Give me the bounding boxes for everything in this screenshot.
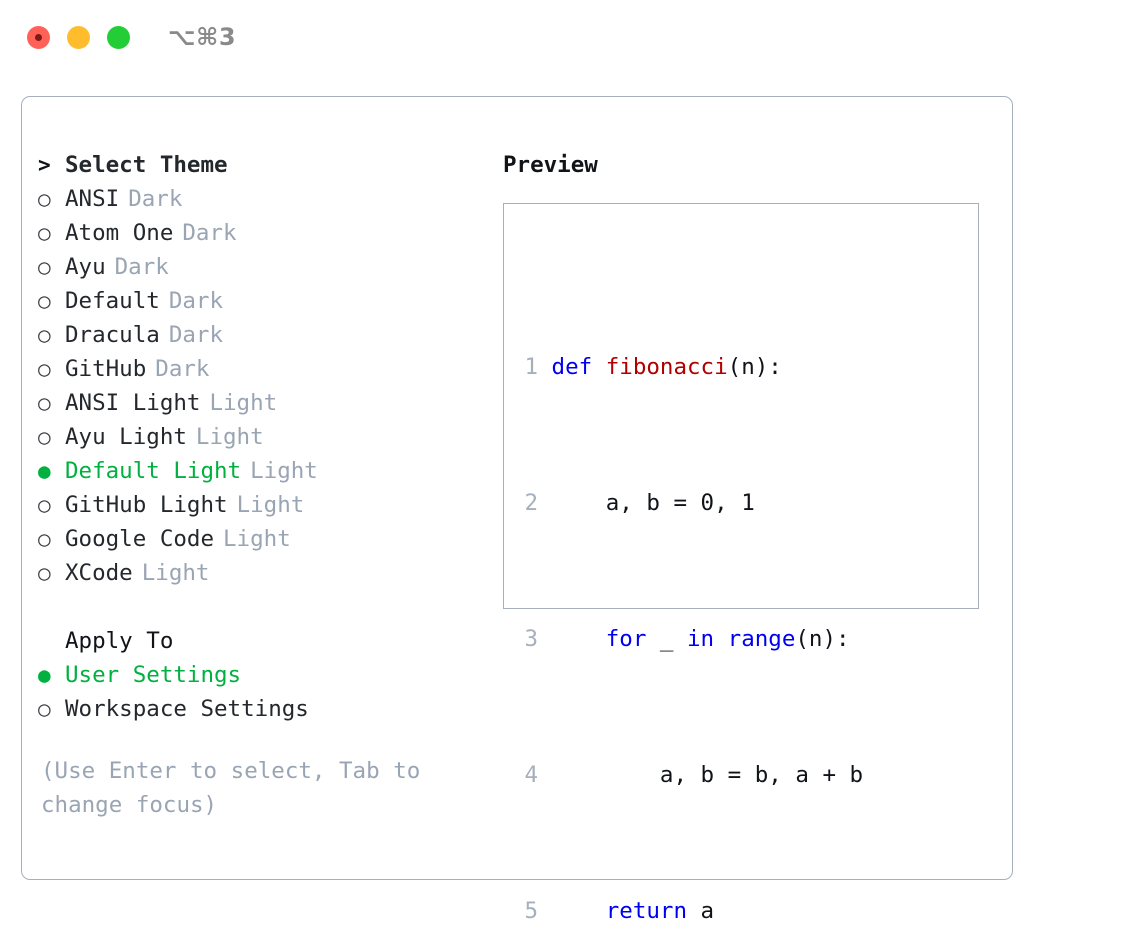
theme-item-github[interactable]: ○ GitHub Dark xyxy=(38,352,490,386)
radio-icon[interactable]: ○ xyxy=(38,289,51,313)
code-line: 4 a, b = b, a + b xyxy=(520,758,890,792)
theme-item-label: Ayu xyxy=(65,254,106,280)
code-token: for xyxy=(605,626,647,652)
apply-to-heading-label: Apply To xyxy=(65,628,174,654)
theme-item-category: Light xyxy=(250,458,318,484)
radio-icon[interactable]: ○ xyxy=(38,391,51,415)
theme-item-category: Dark xyxy=(168,288,224,314)
code-token xyxy=(552,626,606,652)
code-line: 5 return a xyxy=(520,894,890,928)
theme-item-default[interactable]: ○ Default Dark xyxy=(38,284,490,318)
code-token: _ xyxy=(646,626,688,652)
theme-item-label: Atom One xyxy=(65,220,174,246)
theme-item-category: Light xyxy=(195,424,264,450)
radio-icon[interactable]: ○ xyxy=(38,187,51,211)
radio-icon[interactable]: ○ xyxy=(38,561,51,585)
theme-item-category: Light xyxy=(223,526,291,552)
theme-item-github-light[interactable]: ○ GitHub Light Light xyxy=(38,488,490,522)
theme-item-category: Dark xyxy=(155,356,210,382)
theme-item-label: GitHub Light xyxy=(65,492,228,518)
theme-item-category: Dark xyxy=(182,220,237,246)
select-theme-header-label: Select Theme xyxy=(65,152,228,178)
theme-item-label: ANSI Light xyxy=(65,390,201,416)
code-token: (n): xyxy=(795,626,850,652)
code-token: (n): xyxy=(727,354,782,380)
code-line: 1 def fibonacci(n): xyxy=(520,350,890,384)
apply-to-option-workspace-settings[interactable]: ○ Workspace Settings xyxy=(38,692,490,726)
radio-icon[interactable]: ○ xyxy=(38,527,51,551)
code-token: return xyxy=(605,898,688,924)
theme-item-atom-one[interactable]: ○ Atom One Dark xyxy=(38,216,490,250)
zoom-button[interactable] xyxy=(107,26,130,49)
code-token: a, b = 0, 1 xyxy=(551,490,755,516)
radio-icon[interactable]: ○ xyxy=(38,493,51,517)
theme-item-ayu-light[interactable]: ○ Ayu Light Light xyxy=(38,420,490,454)
apply-to-heading: ○Apply To xyxy=(38,624,490,658)
code-line: 2 a, b = 0, 1 xyxy=(520,486,890,520)
radio-icon[interactable]: ○ xyxy=(38,323,51,347)
code-sample: 1 def fibonacci(n): 2 a, b = 0, 1 3 for … xyxy=(520,248,890,934)
theme-item-label: XCode xyxy=(65,560,133,586)
line-number: 4 xyxy=(524,762,538,788)
window-titlebar: ⌥⌘3 xyxy=(0,0,1140,78)
radio-selected-icon[interactable]: ● xyxy=(38,663,51,687)
line-number: 5 xyxy=(524,898,538,924)
theme-item-label: ANSI xyxy=(65,186,120,212)
keyboard-hint-text: (Use Enter to select, Tab to change focu… xyxy=(41,758,421,818)
code-token: fibonacci xyxy=(605,354,728,380)
theme-item-ansi[interactable]: ○ ANSI Dark xyxy=(38,182,490,216)
traffic-lights xyxy=(27,26,130,49)
code-token xyxy=(552,898,606,924)
radio-icon[interactable]: ○ xyxy=(38,425,51,449)
list-spacer xyxy=(38,590,490,624)
apply-to-option-user-settings[interactable]: ● User Settings xyxy=(38,658,490,692)
theme-item-label: GitHub xyxy=(65,356,147,382)
theme-item-label: Default xyxy=(65,288,160,314)
theme-item-label: Dracula xyxy=(65,322,160,348)
theme-item-ayu[interactable]: ○ Ayu Dark xyxy=(38,250,490,284)
minimize-button[interactable] xyxy=(67,26,90,49)
preview-title: Preview xyxy=(503,152,598,178)
theme-item-ansi-light[interactable]: ○ ANSI Light Light xyxy=(38,386,490,420)
window-title: ⌥⌘3 xyxy=(168,23,237,51)
radio-icon[interactable]: ○ xyxy=(38,255,51,279)
code-line: 3 for _ in range(n): xyxy=(520,622,890,656)
line-number: 2 xyxy=(524,490,538,516)
radio-selected-icon[interactable]: ● xyxy=(38,459,51,483)
code-token: a xyxy=(687,898,715,924)
theme-item-label: Ayu Light xyxy=(65,424,187,450)
theme-item-category: Dark xyxy=(168,322,224,348)
apply-to-option-label: User Settings xyxy=(65,662,242,688)
preview-column: Preview 1 def fibonacci(n): 2 a, b = 0, … xyxy=(503,148,993,924)
code-token: a, b = b, a + b xyxy=(551,762,864,788)
code-token: range xyxy=(727,626,796,652)
theme-item-dracula[interactable]: ○ Dracula Dark xyxy=(38,318,490,352)
radio-icon[interactable]: ○ xyxy=(38,697,51,721)
theme-item-default-light[interactable]: ● Default Light Light xyxy=(38,454,490,488)
theme-item-google-code[interactable]: ○ Google Code Light xyxy=(38,522,490,556)
theme-item-label: Default Light xyxy=(65,458,242,484)
theme-item-category: Light xyxy=(209,390,278,416)
preview-box: 1 def fibonacci(n): 2 a, b = 0, 1 3 for … xyxy=(503,203,979,924)
theme-item-label: Google Code xyxy=(65,526,215,552)
close-button[interactable] xyxy=(27,26,50,49)
theme-item-category: Dark xyxy=(114,254,169,280)
code-token: def xyxy=(551,354,606,380)
code-token: in xyxy=(687,626,715,652)
line-number: 1 xyxy=(524,354,538,380)
code-token xyxy=(714,626,728,652)
apply-to-option-label: Workspace Settings xyxy=(65,696,309,722)
select-theme-header: > Select Theme xyxy=(38,148,490,182)
theme-item-category: Dark xyxy=(128,186,183,212)
line-number: 3 xyxy=(524,626,538,652)
theme-item-xcode[interactable]: ○ XCode Light xyxy=(38,556,490,590)
apply-to-marker-spacer: ○ xyxy=(38,624,65,658)
radio-icon[interactable]: ○ xyxy=(38,221,51,245)
theme-item-category: Light xyxy=(141,560,210,586)
theme-item-category: Light xyxy=(236,492,305,518)
radio-icon[interactable]: ○ xyxy=(38,357,51,381)
prompt-caret-icon: > xyxy=(38,153,51,177)
